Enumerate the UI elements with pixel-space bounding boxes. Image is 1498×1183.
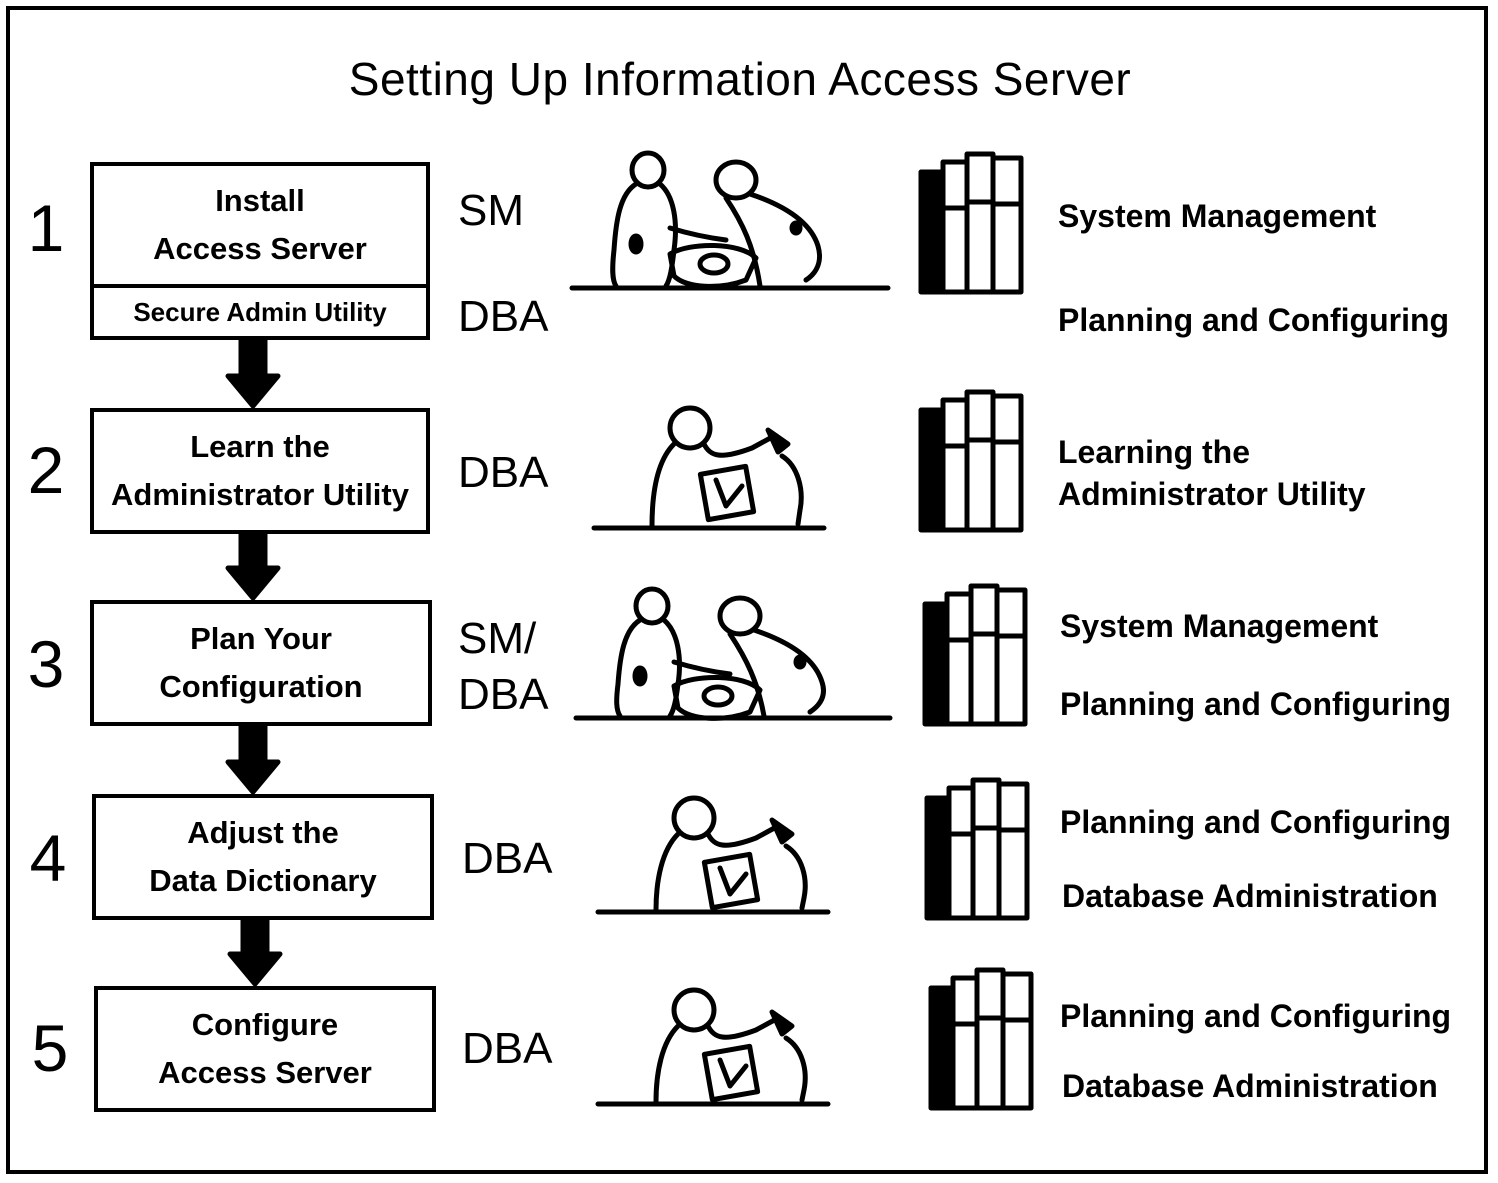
step-1-book-2: Planning and Configuring [1058, 302, 1450, 338]
person-at-computer-icon [595, 987, 831, 1107]
person-at-computer-icon [591, 405, 827, 531]
person-at-computer-icon [595, 795, 831, 915]
step-5-box: Configure Access Server [94, 986, 436, 1112]
step-2-book-2: Administrator Utility [1058, 476, 1366, 512]
step-3-box-line-2: Configuration [159, 669, 363, 704]
step-4-box: Adjust the Data Dictionary [92, 794, 434, 920]
step-5-box-line-2: Access Server [158, 1055, 372, 1090]
down-arrow-icon [225, 337, 281, 409]
step-2-box-line-1: Learn the [190, 429, 330, 464]
step-2-role-1: DBA [458, 448, 549, 497]
step-1-book-1: System Management [1058, 198, 1377, 234]
step-4-book-2: Database Administration [1062, 878, 1438, 914]
step-5-box-line-1: Configure [191, 1007, 339, 1042]
step-3-box-line-1: Plan Your [190, 621, 332, 656]
down-arrow-icon [227, 917, 283, 987]
step-1-role-1: SM [458, 186, 524, 235]
step-1-number: 1 [27, 191, 65, 265]
step-5-book-1: Planning and Configuring [1060, 998, 1452, 1034]
step-1-sub-box: Secure Admin Utility [90, 284, 430, 340]
step-3-number: 3 [27, 627, 65, 701]
down-arrow-icon [225, 723, 281, 795]
step-2-number: 2 [27, 433, 65, 507]
books-icon [922, 583, 1028, 727]
step-4-box-line-2: Data Dictionary [149, 863, 377, 898]
step-1-box: Install Access Server [90, 162, 430, 288]
step-3-book-1: System Management [1060, 608, 1379, 644]
step-1-box-line-2: Access Server [153, 231, 367, 266]
books-icon [924, 777, 1030, 921]
two-people-icon [573, 586, 893, 721]
step-4-number: 4 [29, 821, 67, 895]
step-2-box-line-2: Administrator Utility [111, 477, 409, 512]
step-3-role-1: SM/ [458, 614, 537, 663]
step-5-book-2: Database Administration [1062, 1068, 1438, 1104]
books-icon [918, 151, 1024, 295]
step-4-book-1: Planning and Configuring [1060, 804, 1452, 840]
diagram-title: Setting Up Information Access Server [348, 53, 1132, 105]
step-5-role-1: DBA [462, 1024, 553, 1073]
books-icon [918, 389, 1024, 533]
step-3-role-2: DBA [458, 670, 549, 719]
down-arrow-icon [225, 531, 281, 601]
step-1-role-2: DBA [458, 292, 549, 341]
step-4-role-1: DBA [462, 834, 553, 883]
step-3-box: Plan Your Configuration [90, 600, 432, 726]
step-1-box-line-1: Install [215, 183, 305, 218]
books-icon [928, 967, 1034, 1111]
step-1-sub-box-label: Secure Admin Utility [133, 297, 387, 327]
step-3-book-2: Planning and Configuring [1060, 686, 1452, 722]
step-4-box-line-1: Adjust the [187, 815, 339, 850]
two-people-icon [569, 150, 891, 291]
step-2-box: Learn the Administrator Utility [90, 408, 430, 534]
step-5-number: 5 [31, 1011, 69, 1085]
step-2-book-1: Learning the [1058, 434, 1251, 470]
